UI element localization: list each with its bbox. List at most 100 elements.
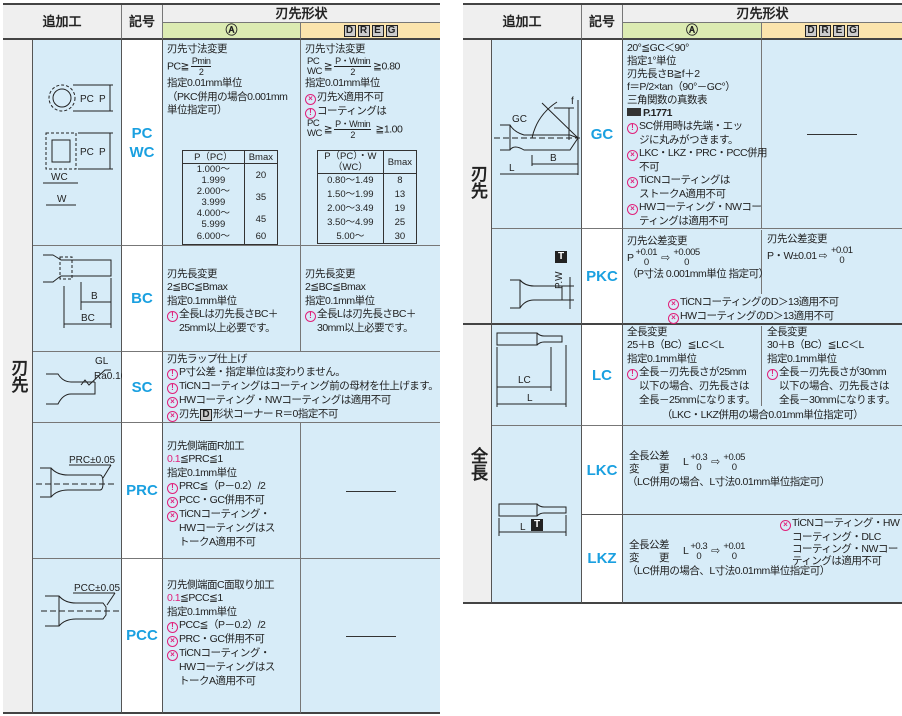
column-header: P（PC）・W（WC）	[317, 150, 384, 174]
table-cell: 35	[243, 186, 278, 208]
table-cell: 25	[382, 215, 417, 230]
caution-icon: !	[167, 483, 178, 495]
text-continuation: トークA適用不可	[179, 674, 256, 687]
shape-d-badge: D	[805, 24, 817, 37]
diagram-label: L	[527, 393, 533, 404]
text-continuation: コーティング・NWコー	[792, 543, 898, 555]
highlight-value: 0.1	[167, 453, 181, 466]
text-line: ×TiCNコーティング・HWコーティングはストークA適用不可	[167, 508, 296, 549]
diagram-label: PC	[80, 147, 94, 158]
tolerance-lower: 0	[696, 462, 702, 473]
diagram-bc: B BC	[33, 246, 122, 352]
table-cell: 20	[243, 163, 278, 186]
tolerance-lower: 0	[684, 257, 689, 269]
numerator: Pmin	[190, 56, 212, 68]
pkc-notes: ×TiCNコーティングのD＞13適用不可×HWコーティングのD＞13適用不可	[668, 296, 898, 324]
text-line: !PCC≦（P－0.2）/2	[167, 619, 296, 634]
arrow-right-icon: ⇨	[711, 545, 720, 558]
text-line: 指定0.1mm単位	[167, 466, 237, 479]
text-line: !SC併用時は先端・エッジに丸みがつきます。	[627, 120, 757, 147]
text-line: 刃先公差変更	[767, 233, 828, 245]
text: 刃先	[179, 408, 200, 421]
text: ≦PCC≦1	[180, 592, 223, 605]
diagram-label: WC	[51, 172, 68, 183]
table-header-row: P（PC）・W（WC）Bmax	[317, 150, 417, 174]
label-line: 変 更	[629, 552, 670, 564]
code-label: SC	[131, 378, 153, 396]
tolerance-prefix: L	[683, 545, 689, 558]
diagram-label: PCC±0.05	[74, 583, 121, 594]
header-process: 追加工	[3, 5, 122, 40]
text-line: 0.1≦PCC≦1	[167, 592, 296, 605]
prohibited-icon: ×	[668, 299, 679, 310]
shape-e-badge: E	[371, 24, 384, 37]
text-continuation: 30mm以上必要です。	[317, 322, 414, 335]
text-line: 指定0.01mm単位	[167, 77, 242, 90]
not-applicable-dash	[345, 490, 396, 492]
text-continuation: 全長－30mmになります。	[779, 393, 896, 406]
lc-shape-bg	[623, 325, 902, 426]
caution-icon: !	[305, 107, 316, 119]
diagram-prc: PRC±0.05	[33, 423, 122, 559]
text-continuation: 不可	[639, 161, 660, 173]
table-header-row: P（PC）Bmax	[182, 150, 278, 164]
variable-name: PC	[307, 55, 320, 67]
diagram-label: LC	[518, 375, 531, 386]
table-cell: 30	[382, 229, 417, 244]
text-line: !コーティングは	[305, 105, 436, 119]
prohibited-icon: ×	[780, 520, 791, 531]
diagram-label: W	[57, 194, 67, 205]
header-shape: 刃先形状	[623, 5, 902, 23]
text-continuation: 以下の場合、刃先長さは	[779, 380, 890, 393]
diagram-label: P.W	[554, 271, 565, 289]
tolerance-prefix: P	[627, 251, 634, 264]
header-code: 記号	[122, 5, 163, 40]
text-line: P.1771	[627, 107, 757, 120]
diagram-label: B	[550, 153, 557, 164]
text-line: !PRC≦（P－0.2）/2	[167, 480, 296, 495]
prohibited-icon: ×	[627, 150, 638, 161]
relation: ≧	[323, 60, 333, 73]
text-line: 20°≦GC＜90°	[627, 42, 689, 54]
column-header: Bmax	[243, 150, 278, 164]
code-label: PC	[131, 124, 153, 142]
diagram-pkc: P.W T	[492, 229, 582, 325]
text-line: 刃先長変更	[167, 268, 218, 280]
tolerance-upper: +0.01	[830, 245, 853, 257]
text: TiCNコーティングのD＞13適用不可	[680, 296, 839, 308]
text-line: 刃先側端面C面取り加工	[167, 579, 275, 591]
code-pcc: PCC	[122, 559, 163, 714]
text-continuation: HWコーティングはス	[179, 661, 275, 674]
text: P寸公差・指定単位は変わりません。	[179, 366, 346, 379]
caution-icon: !	[167, 369, 178, 381]
tolerance-label: 全長公差変 更	[629, 539, 670, 565]
text-line: 単位指定可）	[167, 104, 228, 117]
text-line: （LC併用の場合、L寸法0.01mm単位指定可）	[627, 476, 830, 488]
code-sc: SC	[122, 352, 163, 423]
table-cell: 2.00～3.49	[317, 201, 384, 216]
code-gc: GC	[582, 40, 623, 229]
table-row: 5.00～30	[317, 229, 417, 244]
tolerance-lower: 0	[731, 551, 737, 562]
code-label: LKZ	[587, 550, 617, 567]
label-line: 変 更	[629, 463, 670, 475]
text: TiCNコーティング・	[179, 647, 270, 660]
text-continuation: コーティング・DLC	[792, 531, 881, 543]
text-line: f＝P/2×tan（90°－GC°）	[627, 81, 736, 93]
shape-g-badge: G	[385, 24, 398, 37]
text-line: 刃先ラップ仕上げ	[167, 353, 248, 365]
numerator: P・Wmin	[334, 118, 372, 130]
highlight-value: 0.1	[167, 592, 181, 605]
